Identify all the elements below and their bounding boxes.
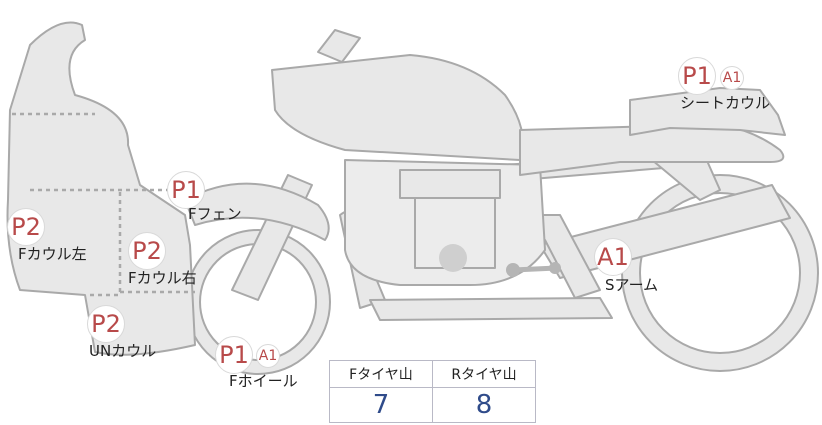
front-tire-header: Fタイヤ山 (330, 361, 433, 388)
rear-tire-header: Rタイヤ山 (433, 361, 536, 388)
f-cowl-left-label: Fカウル左 (18, 247, 87, 262)
un-cowl-label: UNカウル (89, 344, 156, 359)
f-wheel-badge-a1: A1 (256, 344, 280, 368)
un-cowl-badge-p2: P2 (87, 305, 125, 343)
seat-cowl-badge-p1: P1 (678, 57, 716, 95)
engine-hub (439, 244, 467, 272)
s-arm-label: Sアーム (605, 278, 658, 293)
fuel-tank (272, 55, 523, 160)
f-wheel-label: Fホイール (229, 374, 298, 389)
f-cowl-left-badge-p2: P2 (7, 208, 45, 246)
f-fender-label: Fフェン (188, 207, 242, 222)
s-arm-badge-a1: A1 (594, 238, 632, 276)
f-cowl-right-badge-p2: P2 (128, 232, 166, 270)
f-fender-badge-p1: P1 (167, 171, 205, 209)
seat-cowl-badge-a1: A1 (720, 66, 744, 90)
frame-tube-bottom (370, 298, 612, 320)
seat-cowl-label: シートカウル (680, 96, 770, 111)
handlebar (318, 30, 360, 62)
engine-cylinder (400, 170, 500, 198)
front-tire-value: 7 (330, 388, 433, 423)
f-cowl-right-label: Fカウル右 (128, 271, 197, 286)
rear-tire-value: 8 (433, 388, 536, 423)
f-wheel-badge-p1: P1 (215, 336, 253, 374)
tire-tread-table: Fタイヤ山 Rタイヤ山 7 8 (329, 360, 536, 423)
